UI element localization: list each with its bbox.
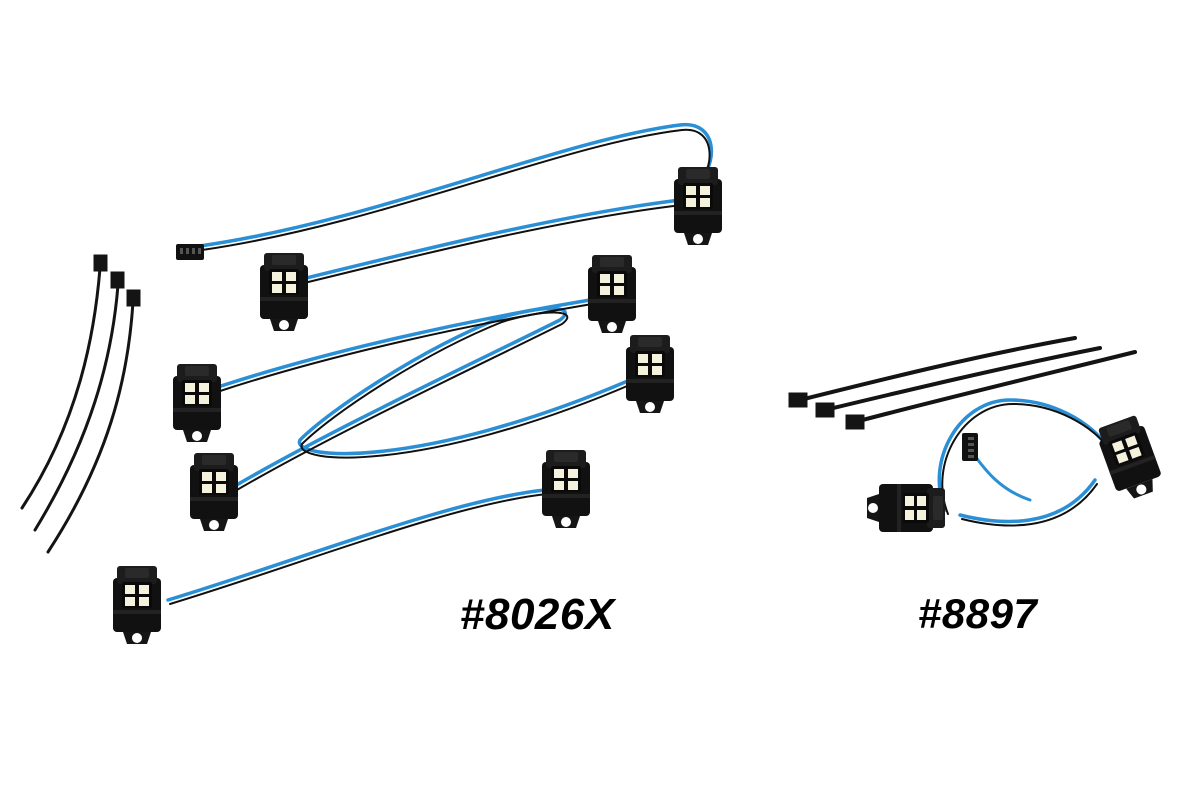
plug-connector-icon: [962, 433, 978, 461]
wire-harness-8026x: [166, 123, 713, 605]
product-number-label: #8026X: [460, 590, 615, 639]
led-pod-icon: [542, 450, 590, 528]
led-pod-icon: [588, 255, 636, 333]
product-number-label: #8897: [918, 590, 1038, 637]
zip-ties-left: [20, 254, 141, 554]
plug-connector-icon: [176, 244, 204, 260]
led-pod-icon: [867, 484, 945, 532]
led-pod-icon: [260, 253, 308, 331]
led-pod-icon: [1094, 413, 1166, 504]
led-pod-icon: [674, 167, 722, 245]
led-pod-icon: [626, 335, 674, 413]
led-pod-icon: [190, 453, 238, 531]
led-pod-icon: [173, 364, 221, 442]
zip-ties-right: [788, 336, 1137, 430]
led-pod-icon: [113, 566, 161, 644]
wire-harness-8897: [937, 398, 1114, 527]
